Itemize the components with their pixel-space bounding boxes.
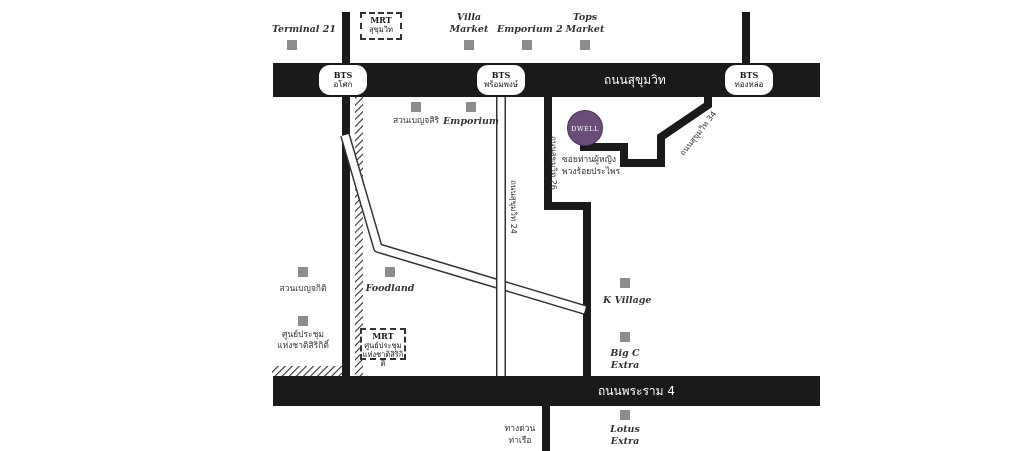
road-south-expressway: [542, 406, 550, 451]
label-lotus-1: Lotus: [610, 424, 640, 435]
label-emporium: Emporium: [443, 116, 499, 127]
station-line: BTS: [333, 70, 353, 80]
label-sukhumvit-road: ถนนสุขุมวิท: [604, 73, 666, 87]
label-soi26: ถนนสุขุมวิท 26: [549, 136, 558, 190]
label-foodland: Foodland: [365, 283, 415, 294]
label-big-c-2: Extra: [610, 360, 640, 371]
label-k-village: K Village: [603, 295, 652, 306]
dwell-logo-text: DWELL: [571, 125, 599, 133]
road-soi26: [544, 97, 591, 376]
station-name-line2: แห่งชาติสิริกิติ์: [362, 350, 404, 368]
station-name: พร้อมพงษ์: [483, 80, 519, 89]
mrt-qsncc-station[interactable]: MRT ศูนย์ประชุม แห่งชาติสิริกิติ์: [360, 328, 406, 368]
bts-asok-station[interactable]: BTS อโศก: [317, 63, 369, 97]
label-soi24: ถนนสุขุมวิท 24: [509, 180, 518, 234]
station-line: BTS: [739, 70, 759, 80]
bts-phrom-phong-station[interactable]: BTS พร้อมพงษ์: [475, 63, 527, 97]
label-benjakitti-park: สวนเบญจกิติ: [279, 284, 327, 294]
dwell-location-pin[interactable]: DWELL: [567, 110, 603, 146]
label-tops-market-2: Market: [565, 24, 605, 35]
station-line: MRT: [370, 15, 392, 25]
landmark-markers: [287, 40, 630, 420]
station-line: MRT: [372, 331, 394, 341]
label-soi-note-1: ซอยท่านผู้หญิง: [562, 155, 617, 165]
label-emporium-2: Emporium 2: [497, 24, 563, 35]
station-line: BTS: [491, 70, 511, 80]
station-name: อโศก: [333, 80, 353, 89]
label-qsncc-2: แห่งชาติสิริกิติ์: [277, 341, 329, 351]
label-big-c-1: Big C: [610, 348, 640, 359]
label-rama4-road: ถนนพระราม 4: [598, 384, 676, 398]
label-lotus-2: Extra: [610, 436, 640, 447]
label-expressway-1: ทางด่วน: [504, 424, 536, 434]
station-name: สุขุมวิท: [369, 25, 393, 34]
road-asok: [342, 12, 350, 377]
label-villa-market-2: Market: [449, 24, 489, 35]
station-name: ศูนย์ประชุม: [364, 341, 402, 350]
label-villa-market-1: Villa: [456, 12, 482, 23]
label-soi-note-2: พวงร้อยประไพร: [562, 167, 621, 177]
mrt-sukhumvit-station[interactable]: MRT สุขุมวิท: [360, 12, 402, 40]
road-north-thonglor: [742, 12, 750, 67]
label-terminal-21: Terminal 21: [272, 24, 336, 35]
road-rama4: [273, 376, 820, 406]
bts-thonglor-station[interactable]: BTS ทองหล่อ: [723, 63, 775, 97]
label-benjasiri-park: สวนเบญจสิริ: [392, 116, 440, 126]
road-soi34: [580, 97, 712, 167]
railway-hatch-bottom: [272, 366, 347, 376]
minor-roads: [340, 97, 587, 376]
station-name: ทองหล่อ: [734, 80, 764, 89]
label-qsncc-1: ศูนย์ประชุม: [281, 330, 325, 340]
railway-hatch-vertical: [355, 96, 363, 376]
label-tops-market-1: Tops: [572, 12, 598, 23]
label-expressway-2: ท่าเรือ: [508, 436, 532, 446]
